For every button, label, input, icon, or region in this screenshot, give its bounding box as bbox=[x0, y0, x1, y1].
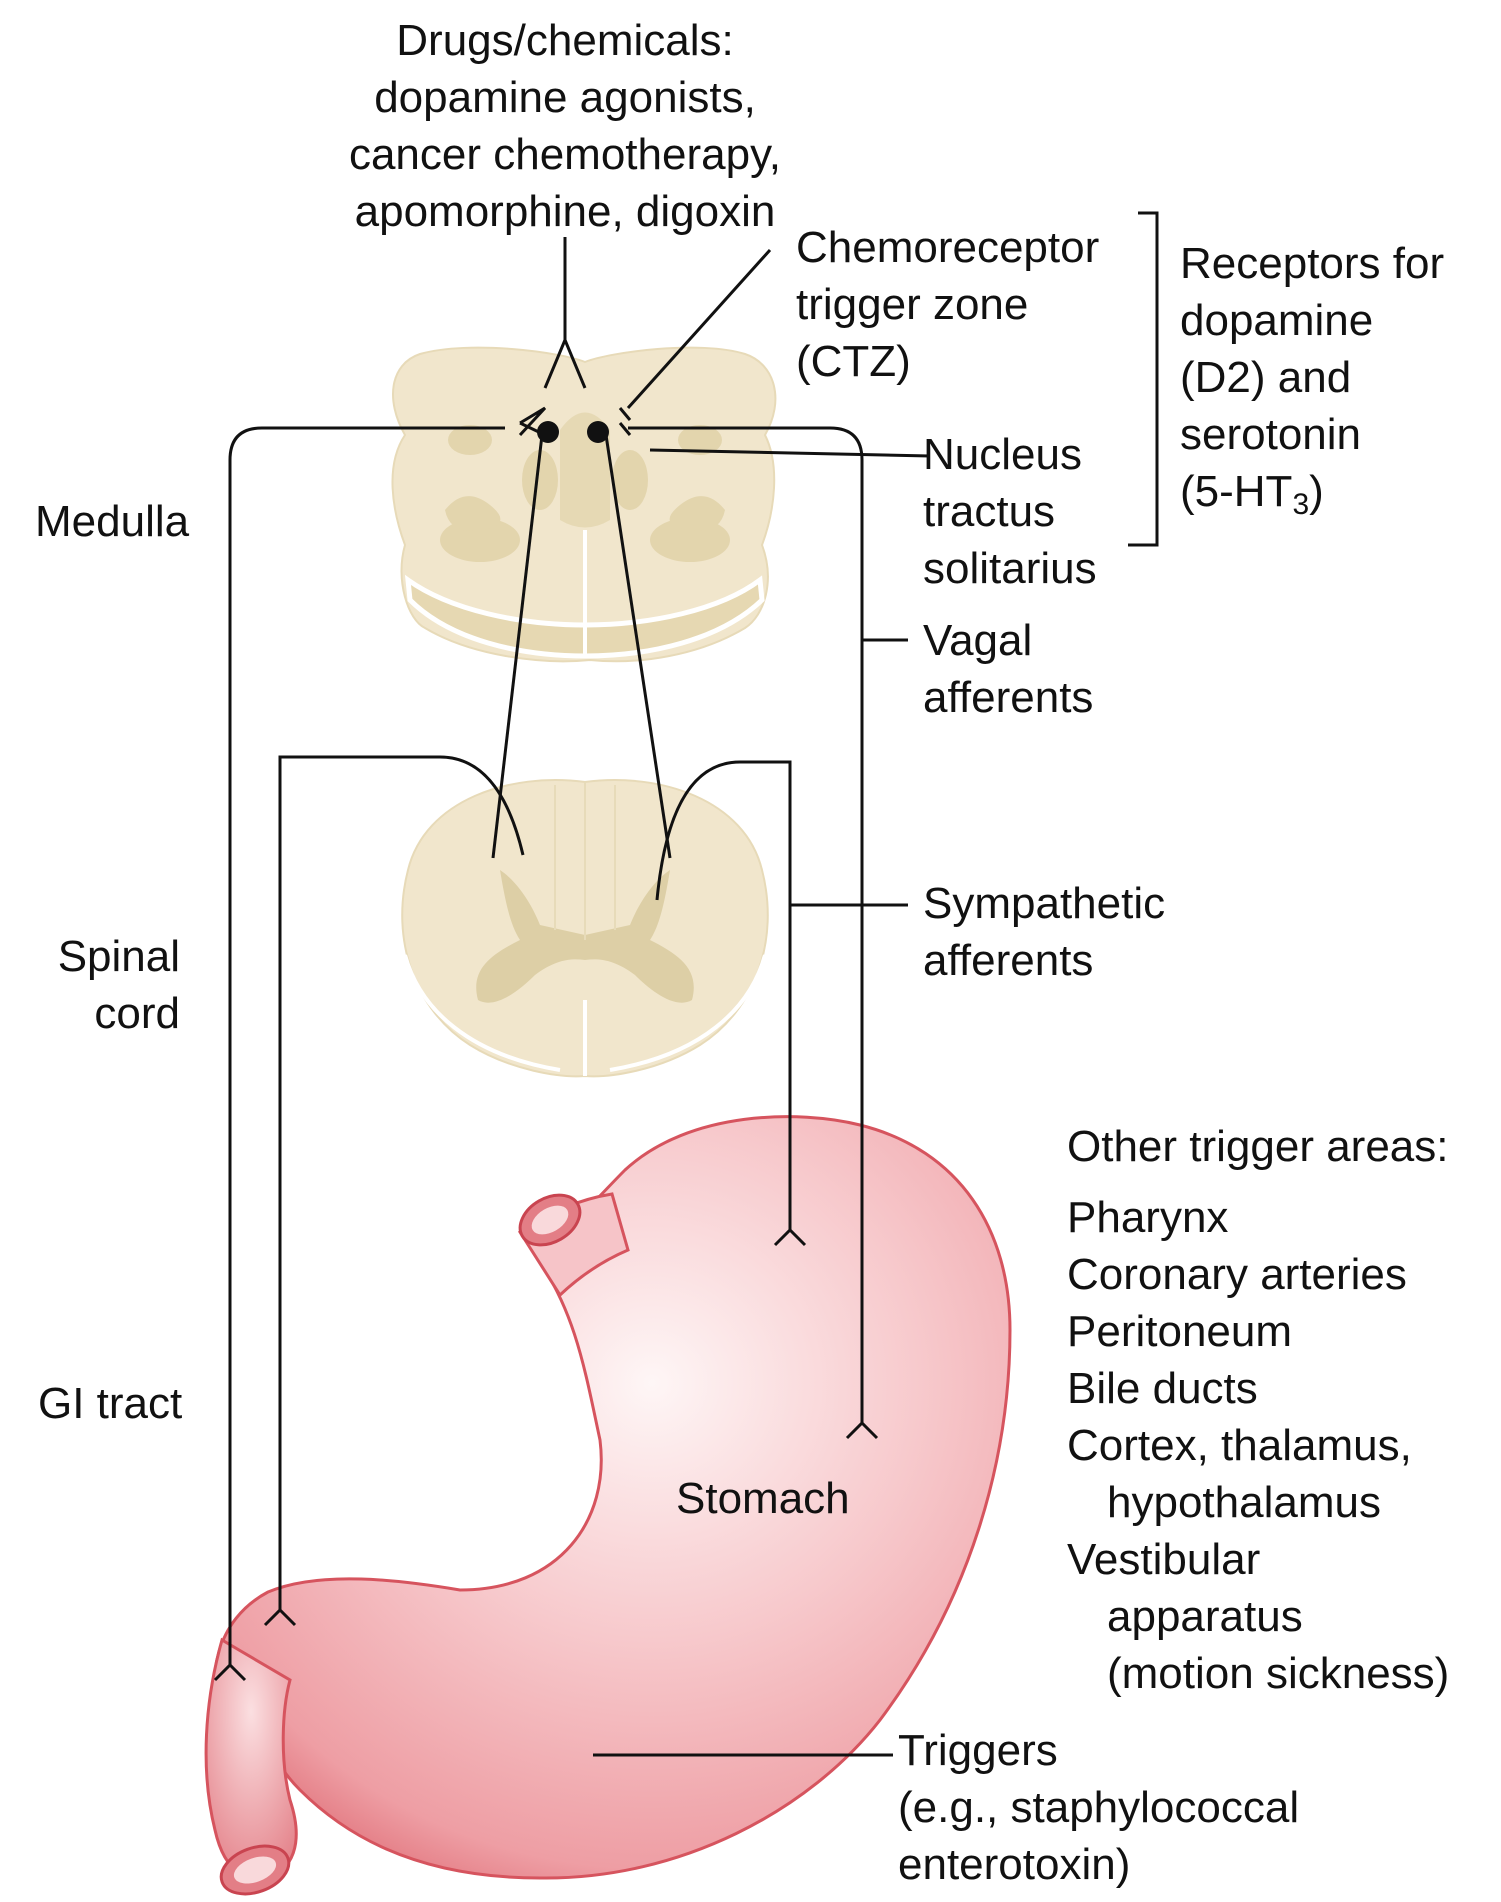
ctz-label: Chemoreceptor trigger zone (CTZ) bbox=[796, 219, 1099, 390]
sympathetic-afferents-label: Sympathetic afferents bbox=[923, 875, 1165, 989]
triggers-label: Triggers (e.g., staphylococcal enterotox… bbox=[898, 1722, 1299, 1893]
receptors-line-3: (D2) and bbox=[1180, 349, 1444, 406]
other-trigger-title: Other trigger areas: bbox=[1067, 1118, 1449, 1175]
drugs-line-4: apomorphine, digoxin bbox=[325, 183, 805, 240]
drugs-line-3: cancer chemotherapy, bbox=[325, 126, 805, 183]
triggers-line-1: Triggers bbox=[898, 1722, 1299, 1779]
nts-line-3: solitarius bbox=[923, 540, 1097, 597]
nts-label: Nucleus tractus solitarius bbox=[923, 426, 1097, 597]
spinal-cord-section bbox=[402, 780, 768, 1076]
medulla-section bbox=[392, 348, 775, 662]
sympathetic-line-1: Sympathetic bbox=[923, 875, 1165, 932]
sympathetic-line-2: afferents bbox=[923, 932, 1165, 989]
receptors-line-4: serotonin bbox=[1180, 406, 1444, 463]
other-trigger-item: Cortex, thalamus, bbox=[1067, 1417, 1449, 1474]
other-trigger-item: Vestibular bbox=[1067, 1531, 1449, 1588]
spinal-cord-label: Spinal cord bbox=[40, 928, 180, 1042]
other-trigger-item: hypothalamus bbox=[1067, 1474, 1449, 1531]
stomach-illustration bbox=[206, 1117, 1010, 1902]
spinal-cord-line-1: Spinal bbox=[40, 928, 180, 985]
ctz-neuron-right bbox=[587, 421, 609, 443]
triggers-line-3: enterotoxin) bbox=[898, 1836, 1299, 1893]
receptors-line-1: Receptors for bbox=[1180, 235, 1444, 292]
triggers-line-2: (e.g., staphylococcal bbox=[898, 1779, 1299, 1836]
receptors-line-5: (5-HT3) bbox=[1180, 463, 1444, 520]
medulla-label: Medulla bbox=[35, 493, 189, 550]
vagal-line-1: Vagal bbox=[923, 612, 1093, 669]
other-trigger-item: Bile ducts bbox=[1067, 1360, 1449, 1417]
gi-tract-label: GI tract bbox=[38, 1375, 182, 1432]
other-trigger-item: Peritoneum bbox=[1067, 1303, 1449, 1360]
ctz-line-1: Chemoreceptor bbox=[796, 219, 1099, 276]
drugs-label: Drugs/chemicals: dopamine agonists, canc… bbox=[325, 12, 805, 240]
drugs-line-2: dopamine agonists, bbox=[325, 69, 805, 126]
other-trigger-item: Pharynx bbox=[1067, 1189, 1449, 1246]
vagal-line-2: afferents bbox=[923, 669, 1093, 726]
receptors-line-2: dopamine bbox=[1180, 292, 1444, 349]
other-trigger-item: Coronary arteries bbox=[1067, 1246, 1449, 1303]
receptors-bracket bbox=[1128, 213, 1157, 545]
other-trigger-item: (motion sickness) bbox=[1067, 1645, 1449, 1702]
spinal-cord-line-2: cord bbox=[40, 985, 180, 1042]
other-trigger-areas: Other trigger areas: Pharynx Coronary ar… bbox=[1067, 1118, 1449, 1702]
vagal-afferents-label: Vagal afferents bbox=[923, 612, 1093, 726]
nts-line-2: tractus bbox=[923, 483, 1097, 540]
nts-line-1: Nucleus bbox=[923, 426, 1097, 483]
receptors-label: Receptors for dopamine (D2) and serotoni… bbox=[1180, 235, 1444, 520]
other-trigger-item: apparatus bbox=[1067, 1588, 1449, 1645]
ctz-line-3: (CTZ) bbox=[796, 333, 1099, 390]
drugs-line-1: Drugs/chemicals: bbox=[325, 12, 805, 69]
ctz-line-2: trigger zone bbox=[796, 276, 1099, 333]
ctz-neuron-left bbox=[537, 421, 559, 443]
stomach-label: Stomach bbox=[676, 1470, 850, 1527]
